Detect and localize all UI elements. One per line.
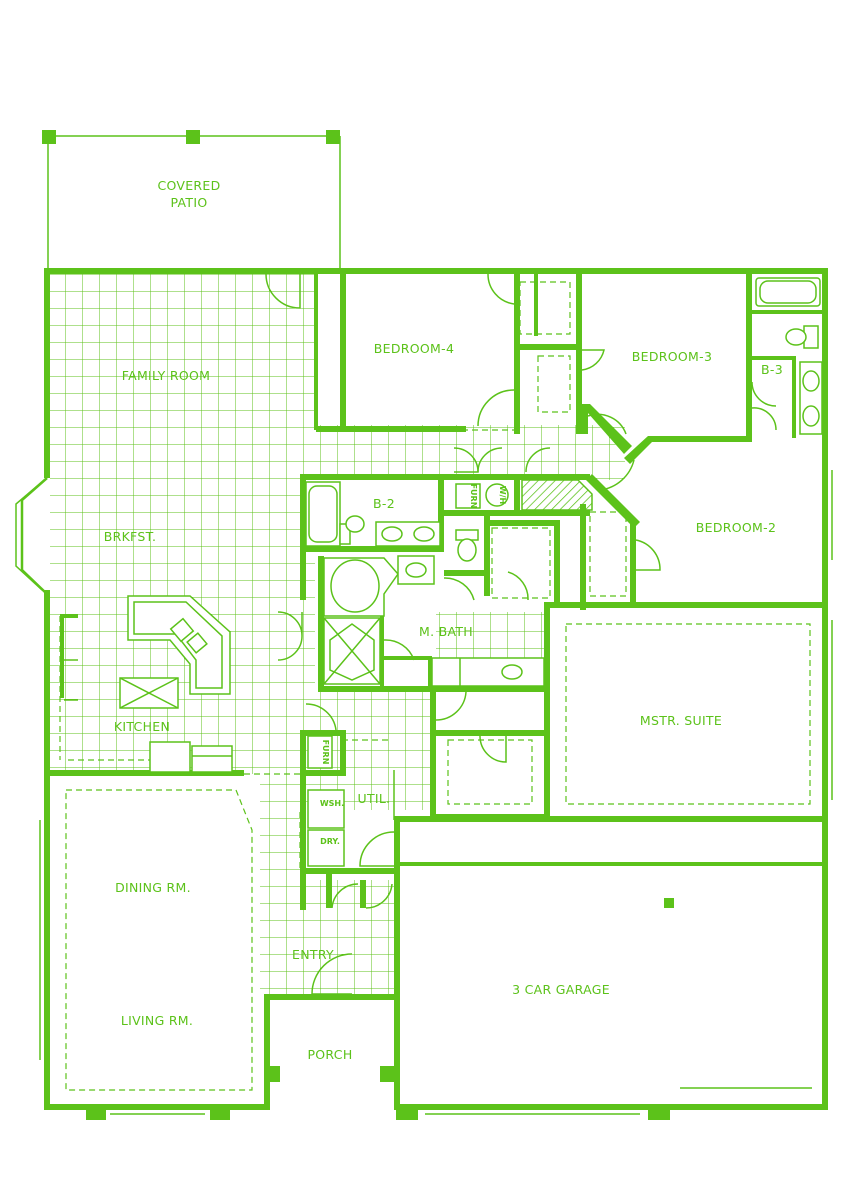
entry-label: ENTRY [292,947,334,962]
covered-patio-label-line2: PATIO [171,195,208,210]
breakfast-label: BRKFST. [104,529,157,544]
dining-label: DINING RM. [115,880,191,895]
interior-walls [44,274,828,1110]
door-swings [265,273,777,995]
dashed-lines [59,281,811,1091]
master-bath-label: M. BATH [419,624,473,639]
master-suite-label: MSTR. SUITE [640,713,722,728]
fixtures [64,277,823,908]
fixture-labels: FURN W/H FURN WSH. DRY. [320,484,507,846]
covered-patio-label-line1: COVERED [157,178,220,193]
bath-2-label: B-2 [373,496,395,511]
dryer-label: DRY. [320,837,340,846]
living-label: LIVING RM. [121,1013,193,1028]
bedroom-2-label: BEDROOM-2 [696,520,776,535]
bath-3-label: B-3 [761,362,783,377]
family-room-label: FAMILY ROOM [122,368,210,383]
washer-label: WSH. [320,799,344,808]
furnace-upper-label: FURN [469,484,478,509]
porch-label: PORCH [307,1047,352,1062]
covered-patio [42,130,341,274]
kitchen-label: KITCHEN [114,719,170,734]
utility-label: UTIL. [358,791,391,806]
tile-floor [50,274,625,995]
bedroom-3-label: BEDROOM-3 [632,349,712,364]
room-labels: COVERED PATIO FAMILY ROOM BEDROOM-4 BEDR… [104,178,783,1062]
furnace-lower-label: FURN [321,740,330,765]
garage-label: 3 CAR GARAGE [512,982,610,997]
bedroom-4-label: BEDROOM-4 [374,341,454,356]
exterior-walls [15,268,833,1120]
water-heater-label: W/H [498,486,507,504]
